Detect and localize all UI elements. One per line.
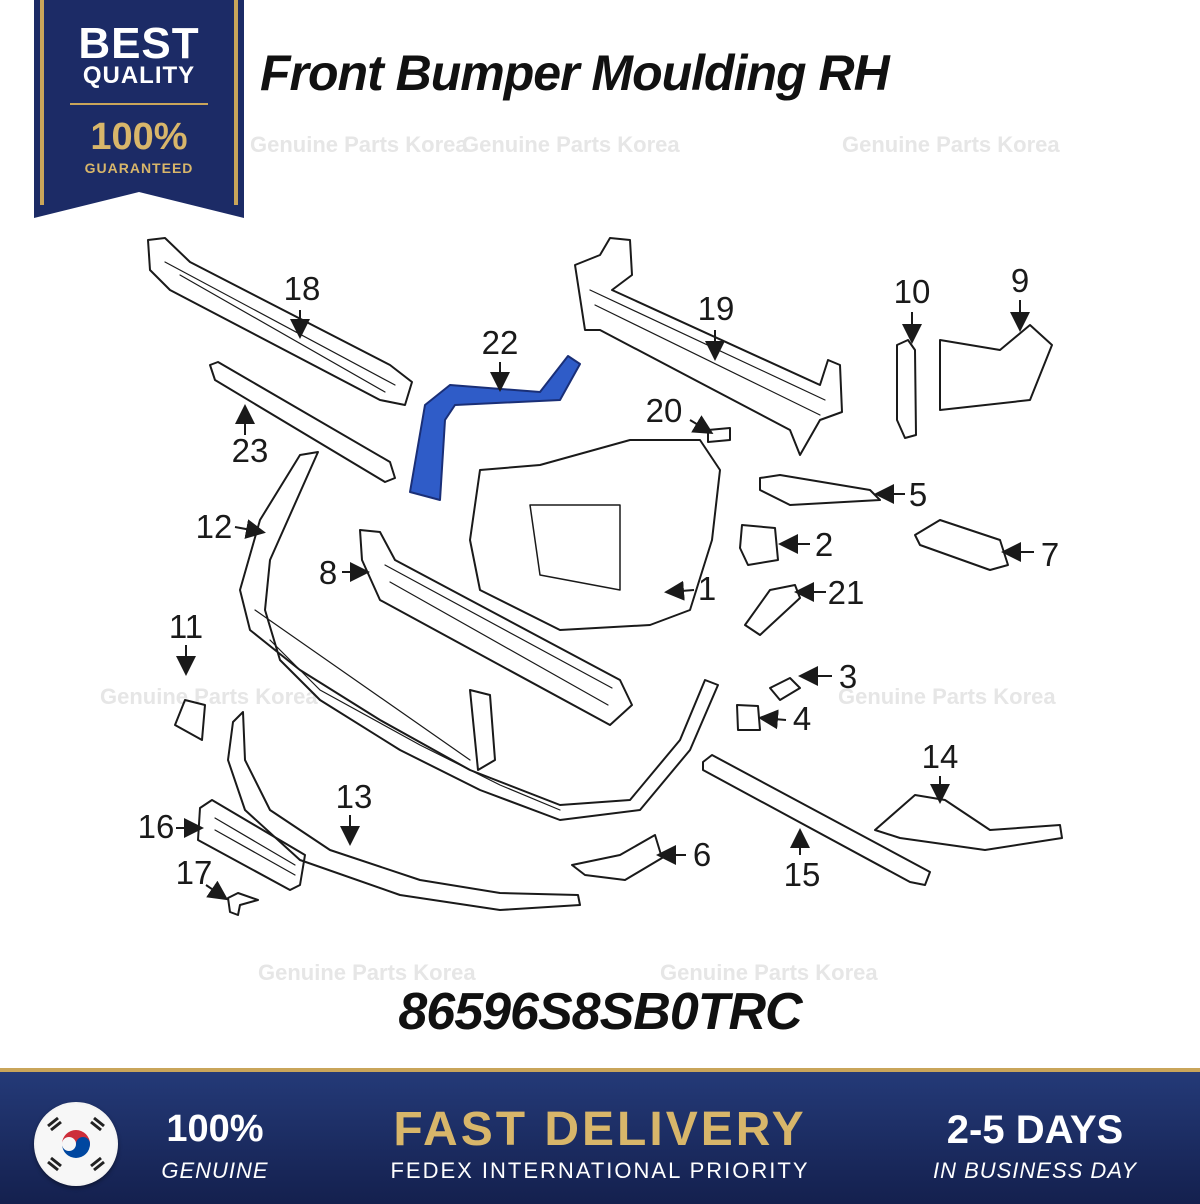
genuine-percent: 100%	[166, 1108, 264, 1150]
watermark: Genuine Parts Korea	[462, 132, 680, 157]
fast-delivery-heading: FAST DELIVERY	[393, 1103, 807, 1156]
footer-banner: 100% GENUINE FAST DELIVERY FEDEX INTERNA…	[0, 1068, 1200, 1204]
part-18-energy-absorber	[147, 237, 413, 406]
callout-6: 6	[693, 836, 711, 873]
part-6-bracket	[571, 834, 663, 881]
page-title: Front Bumper Moulding RH	[260, 45, 890, 101]
callout-21: 21	[828, 574, 865, 611]
business-day-label: IN BUSINESS DAY	[932, 1158, 1138, 1183]
part-12-bumper-cover-main	[239, 451, 719, 821]
callout-9: 9	[1011, 262, 1029, 299]
part-2-clip	[739, 524, 779, 566]
part-14-side-trim	[874, 794, 1063, 851]
part-21-bracket	[744, 584, 801, 636]
part-3-bolt	[769, 677, 801, 701]
callout-8: 8	[319, 554, 337, 591]
callout-23: 23	[232, 432, 269, 469]
callout-20: 20	[646, 392, 683, 429]
quality-badge: BEST QUALITY 100% GUARANTEED	[34, 0, 244, 218]
part-5-bracket	[759, 474, 881, 506]
part-10-bracket	[896, 339, 917, 439]
parts-diagram: 18 22 19 10 9 23 20 12 5 2 8 7 1 21 11 3…	[138, 237, 1063, 916]
shipping-method: FEDEX INTERNATIONAL PRIORITY	[390, 1158, 810, 1183]
callout-7: 7	[1041, 536, 1059, 573]
watermark: Genuine Parts Korea	[842, 132, 1060, 157]
part-20-bolt	[707, 427, 731, 443]
part-15-skid-plate-trim	[702, 754, 931, 886]
part-4-nut	[736, 704, 761, 731]
delivery-days: 2-5 DAYS	[946, 1108, 1124, 1152]
watermark: Genuine Parts Korea	[250, 132, 468, 157]
part-1-bumper-cover	[469, 439, 721, 631]
callout-19: 19	[698, 290, 735, 327]
part-19-reinforcement-beam	[574, 237, 843, 456]
callout-18: 18	[284, 270, 321, 307]
part-22-bumper-moulding-rh	[409, 355, 581, 501]
callout-12: 12	[196, 508, 233, 545]
watermark: Genuine Parts Korea	[258, 960, 476, 985]
watermark: Genuine Parts Korea	[838, 684, 1056, 709]
watermark: Genuine Parts Korea	[100, 684, 318, 709]
part-23-strip	[209, 361, 396, 483]
part-9-air-guide	[939, 324, 1053, 411]
callout-15: 15	[784, 856, 821, 893]
part-11-bracket	[174, 699, 206, 741]
callout-14: 14	[922, 738, 959, 775]
part-number: 86596S8SB0TRC	[398, 983, 802, 1041]
part-7-air-guide	[914, 519, 1009, 571]
callout-2: 2	[815, 526, 833, 563]
callout-13: 13	[336, 778, 373, 815]
callout-16: 16	[138, 808, 175, 845]
callout-1: 1	[698, 570, 716, 607]
watermark: Genuine Parts Korea	[660, 960, 878, 985]
badge-quality: QUALITY	[82, 62, 196, 89]
callout-4: 4	[793, 700, 811, 737]
badge-guaranteed: GUARANTEED	[84, 160, 194, 176]
badge-ribbon-icon	[34, 0, 244, 218]
callout-17: 17	[176, 854, 213, 891]
part-17-clip	[227, 892, 259, 916]
callout-3: 3	[839, 658, 857, 695]
callout-10: 10	[894, 273, 931, 310]
korea-flag-icon	[34, 1102, 118, 1186]
part-13-lower-spoiler	[227, 711, 581, 911]
genuine-label: GENUINE	[161, 1158, 269, 1183]
badge-percent: 100%	[90, 116, 188, 158]
callout-5: 5	[909, 476, 927, 513]
part-16-license-bracket	[197, 799, 306, 891]
callout-11: 11	[169, 608, 203, 645]
callout-22: 22	[482, 324, 519, 361]
badge-best: BEST	[78, 19, 200, 68]
